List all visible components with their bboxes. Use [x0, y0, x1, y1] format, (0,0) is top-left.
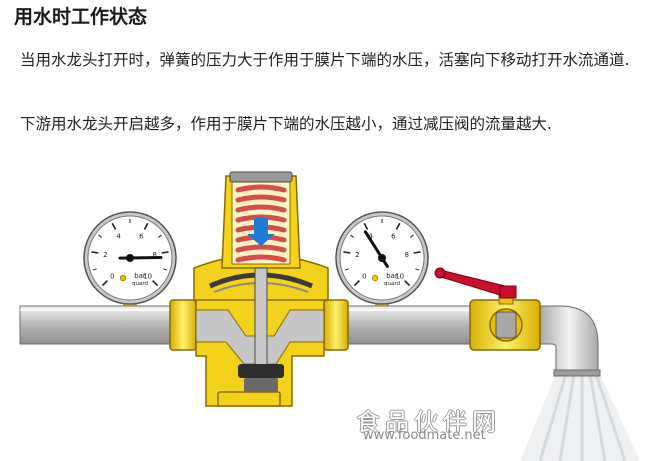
- right-gauge-tick: [353, 280, 360, 287]
- watermark-url: www.foodmate.net: [363, 428, 486, 443]
- right-gauge-tick: [350, 234, 354, 238]
- right-gauge-tick: [410, 234, 414, 238]
- left-gauge-tick: [91, 251, 99, 254]
- outlet-elbow: [539, 305, 601, 377]
- left-gauge-brand-label: quard: [132, 281, 148, 287]
- left-gauge-tick: [92, 268, 97, 271]
- paragraph-flow-increase: 下游用水龙头开启越多，作用于膜片下端的水压越小，通过减压阀的流量越大.: [20, 115, 552, 133]
- left-gauge-tick: [143, 222, 149, 230]
- left-gauge-indicator-dot: [119, 274, 127, 282]
- left-gauge-needle-hub: [126, 254, 134, 262]
- watermark-name: 食品伙伴网: [356, 408, 501, 436]
- left-gauge-scale-label: 10: [143, 273, 152, 281]
- right-gauge-tick: [344, 268, 349, 271]
- inlet-coupling: [169, 299, 349, 351]
- right-gauge-needle-hub: [378, 254, 386, 262]
- right-gauge-scale-label: 4: [368, 233, 373, 241]
- left-gauge-tick: [111, 222, 117, 230]
- right-gauge-tick: [363, 222, 369, 230]
- down-arrow-icon: [247, 218, 275, 246]
- right-gauge-scale-label: 8: [404, 251, 408, 259]
- left-gauge-scale-label: 8: [152, 251, 156, 259]
- left-gauge-scale-label: 2: [103, 251, 107, 259]
- left-gauge-scale-label: 4: [116, 233, 121, 241]
- right-gauge-scale-label: 10: [395, 273, 404, 281]
- right-gauge-tick: [395, 222, 401, 230]
- ball-valve: [469, 285, 541, 351]
- section-title: 用水时工作状态: [14, 6, 148, 28]
- left-gauge-scale-label: 0: [110, 273, 114, 281]
- right-gauge-tick: [413, 251, 421, 254]
- left-gauge-tick: [158, 234, 162, 238]
- right-gauge-scale-label: 6: [391, 233, 396, 241]
- left-gauge-unit-label: bar: [134, 272, 146, 280]
- left-gauge-tick: [101, 280, 108, 287]
- right-gauge-brand-label: quard: [384, 281, 400, 287]
- right-gauge-unit-label: bar: [386, 272, 398, 280]
- water-spray: [520, 373, 640, 461]
- left-gauge-scale-label: 6: [139, 233, 144, 241]
- right-gauge-scale-label: 0: [362, 273, 366, 281]
- left-gauge-tick: [163, 268, 168, 271]
- ball-valve-handle: [434, 267, 517, 299]
- right-gauge-tick: [415, 268, 420, 271]
- right-gauge-tick: [404, 280, 411, 287]
- left-gauge-tick: [98, 234, 102, 238]
- left-gauge-tick: [161, 251, 169, 254]
- right-gauge-indicator-dot: [371, 274, 379, 282]
- left-gauge-tick: [152, 280, 159, 287]
- right-gauge-scale-label: 2: [355, 251, 359, 259]
- right-gauge-tick: [343, 251, 351, 254]
- paragraph-valve-opening: 当用水龙头打开时，弹簧的压力大于作用于膜片下端的水压，活塞向下移动打开水流通道.: [20, 51, 630, 69]
